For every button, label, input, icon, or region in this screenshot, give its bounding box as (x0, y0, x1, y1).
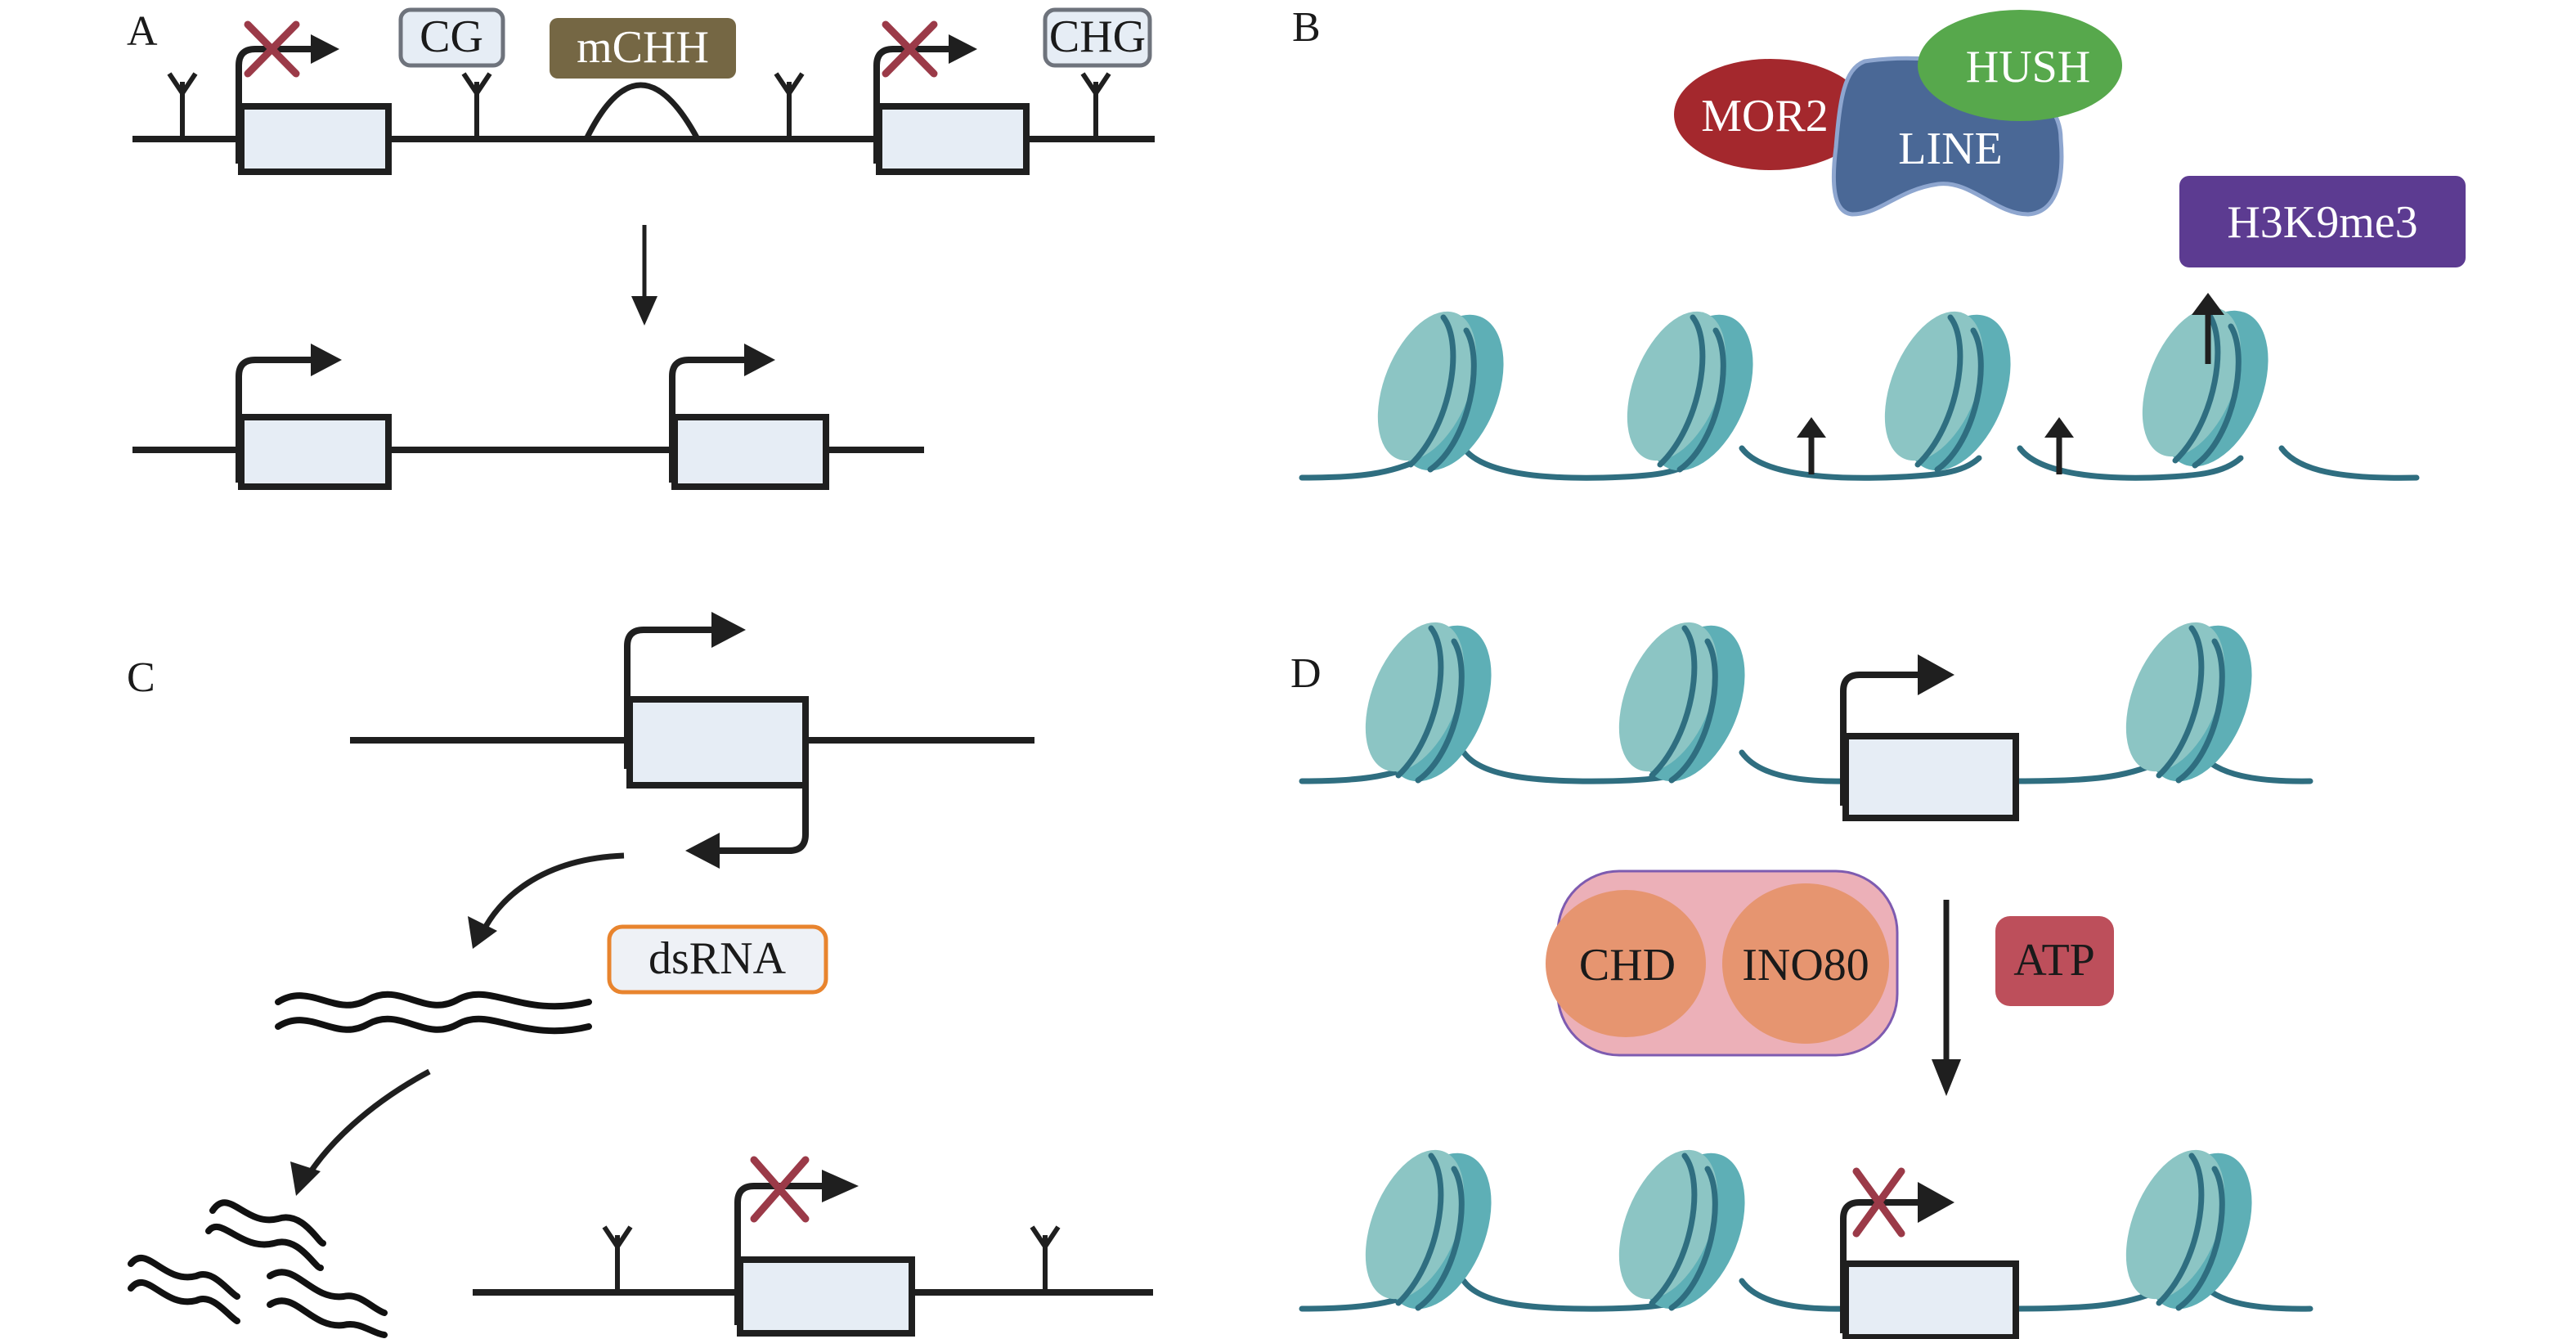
h3k9me3-label: H3K9me3 (2227, 197, 2417, 248)
dna-strand (1299, 445, 2420, 481)
curved-arrow-1 (468, 852, 625, 949)
methylation-mark-icon (604, 1227, 631, 1292)
methyl-mark-arrow (1797, 417, 1826, 474)
h3k9me3-tag: H3K9me3 (2179, 176, 2466, 267)
silencing-complex: MOR2 LINE HUSH (1674, 10, 2122, 217)
panel-label-c: C (127, 654, 155, 701)
nucleosome-icon (1600, 1136, 1766, 1325)
blocked-promoter-arrow-1 (236, 20, 339, 164)
nucleosome-icon (1600, 609, 1766, 798)
gene-box-1 (238, 103, 392, 175)
arrowhead-icon (711, 612, 746, 648)
blocked-promoter-arrow-2 (873, 20, 977, 164)
panel-a-top-locus: CG mCHH CHG (132, 7, 1155, 175)
arrowhead-icon (1918, 654, 1954, 695)
arrowhead-icon (822, 1170, 859, 1202)
panel-a-bottom-locus (132, 344, 924, 490)
methylation-mark-icon (1083, 74, 1109, 139)
methyl-mark-arrow (2044, 417, 2074, 474)
active-promoter-arrow (1840, 654, 1954, 806)
panel-d: D CHD INO80 ATP (1290, 609, 2313, 1339)
curved-arrow-icon (468, 916, 497, 949)
open-chromatin-locus (1299, 609, 2313, 821)
nucleosome-icon (2107, 1136, 2273, 1325)
down-arrow-icon (631, 296, 657, 326)
transition-arrow-a (631, 225, 657, 326)
h3k9me3-arrow (2192, 293, 2224, 364)
remodeler-complex: CHD INO80 (1546, 869, 1899, 1057)
panel-label-b: B (1292, 4, 1321, 51)
line-label: LINE (1898, 124, 2003, 174)
antisense-promoter-arrow (685, 785, 809, 869)
dsrna-duplex-icon (275, 991, 592, 1035)
atp-label: ATP (2013, 935, 2095, 986)
arrowhead-icon (744, 344, 775, 376)
panel-c: C dsRNA (127, 612, 1153, 1338)
hush-protein (1918, 10, 2122, 121)
curved-arrow-2 (290, 1068, 431, 1196)
nucleosome-icon (2107, 609, 2273, 798)
gene-box (1842, 733, 2019, 821)
active-promoter-arrow-1 (236, 344, 342, 483)
chg-tag: CHG (1043, 7, 1152, 68)
silenced-locus-c (473, 1156, 1153, 1337)
down-arrow-icon (1932, 1059, 1961, 1096)
chromatin-fiber-b (1299, 293, 2420, 487)
nucleosome-icon (1358, 298, 1524, 487)
up-arrow-icon (2044, 417, 2074, 438)
gene-box-1 (238, 414, 392, 490)
methylation-mark-icon (464, 74, 490, 139)
cg-tag-label: CG (420, 11, 483, 62)
arrowhead-icon (1918, 1182, 1954, 1223)
arrowhead-icon (311, 34, 339, 64)
ino80-subunit (1722, 883, 1889, 1044)
gene-box (1842, 1260, 2019, 1339)
cg-tag: CG (398, 7, 505, 68)
sense-promoter-arrow (624, 612, 746, 769)
curved-arrow-icon (290, 1162, 321, 1196)
mor2-label: MOR2 (1701, 91, 1829, 142)
panel-label-a: A (127, 8, 158, 55)
gene-box-2 (876, 103, 1030, 175)
dna-strand (1299, 1278, 2313, 1312)
methylation-mark-icon (776, 74, 802, 139)
bidirectional-locus (350, 612, 1034, 869)
arrowhead-icon (311, 344, 342, 376)
mchh-loop-icon (584, 82, 700, 139)
repressed-chromatin-locus (1299, 1136, 2313, 1339)
methylation-mark-icon (169, 74, 195, 139)
dsrna-tag: dsRNA (607, 924, 828, 995)
mchh-tag-label: mCHH (577, 22, 709, 73)
arrowhead-icon (949, 34, 977, 64)
blocked-promoter-arrow (734, 1156, 859, 1325)
chd-subunit (1546, 890, 1706, 1037)
chg-tag-label: CHG (1049, 11, 1146, 62)
panel-b: B MOR2 LINE HUSH H3K9me3 (1292, 4, 2466, 486)
gene-box-2 (671, 414, 829, 490)
panel-a: A (127, 7, 1155, 490)
active-promoter-arrow-2 (669, 344, 775, 483)
mchh-tag: mCHH (550, 18, 736, 79)
methylation-mark-icon (1032, 1227, 1058, 1292)
gene-box (626, 696, 809, 789)
panel-label-d: D (1290, 650, 1322, 697)
mor2-protein (1674, 59, 1867, 170)
dna-strand (1299, 749, 2313, 784)
blocked-promoter-arrow (1840, 1167, 1954, 1333)
up-arrow-icon (1797, 417, 1826, 438)
dsrna-label: dsRNA (648, 933, 787, 984)
up-arrow-icon (2192, 293, 2224, 315)
ino80-label: INO80 (1742, 940, 1869, 991)
chd-label: CHD (1579, 940, 1676, 991)
gene-box (737, 1256, 915, 1337)
atp-tag: ATP (1995, 916, 2114, 1006)
sirna-fragments-icon (128, 1199, 388, 1338)
hush-label: HUSH (1966, 42, 2090, 92)
nucleosome-icon (1865, 298, 2031, 487)
arrowhead-icon (685, 833, 720, 869)
remodeling-arrow (1932, 900, 1961, 1096)
